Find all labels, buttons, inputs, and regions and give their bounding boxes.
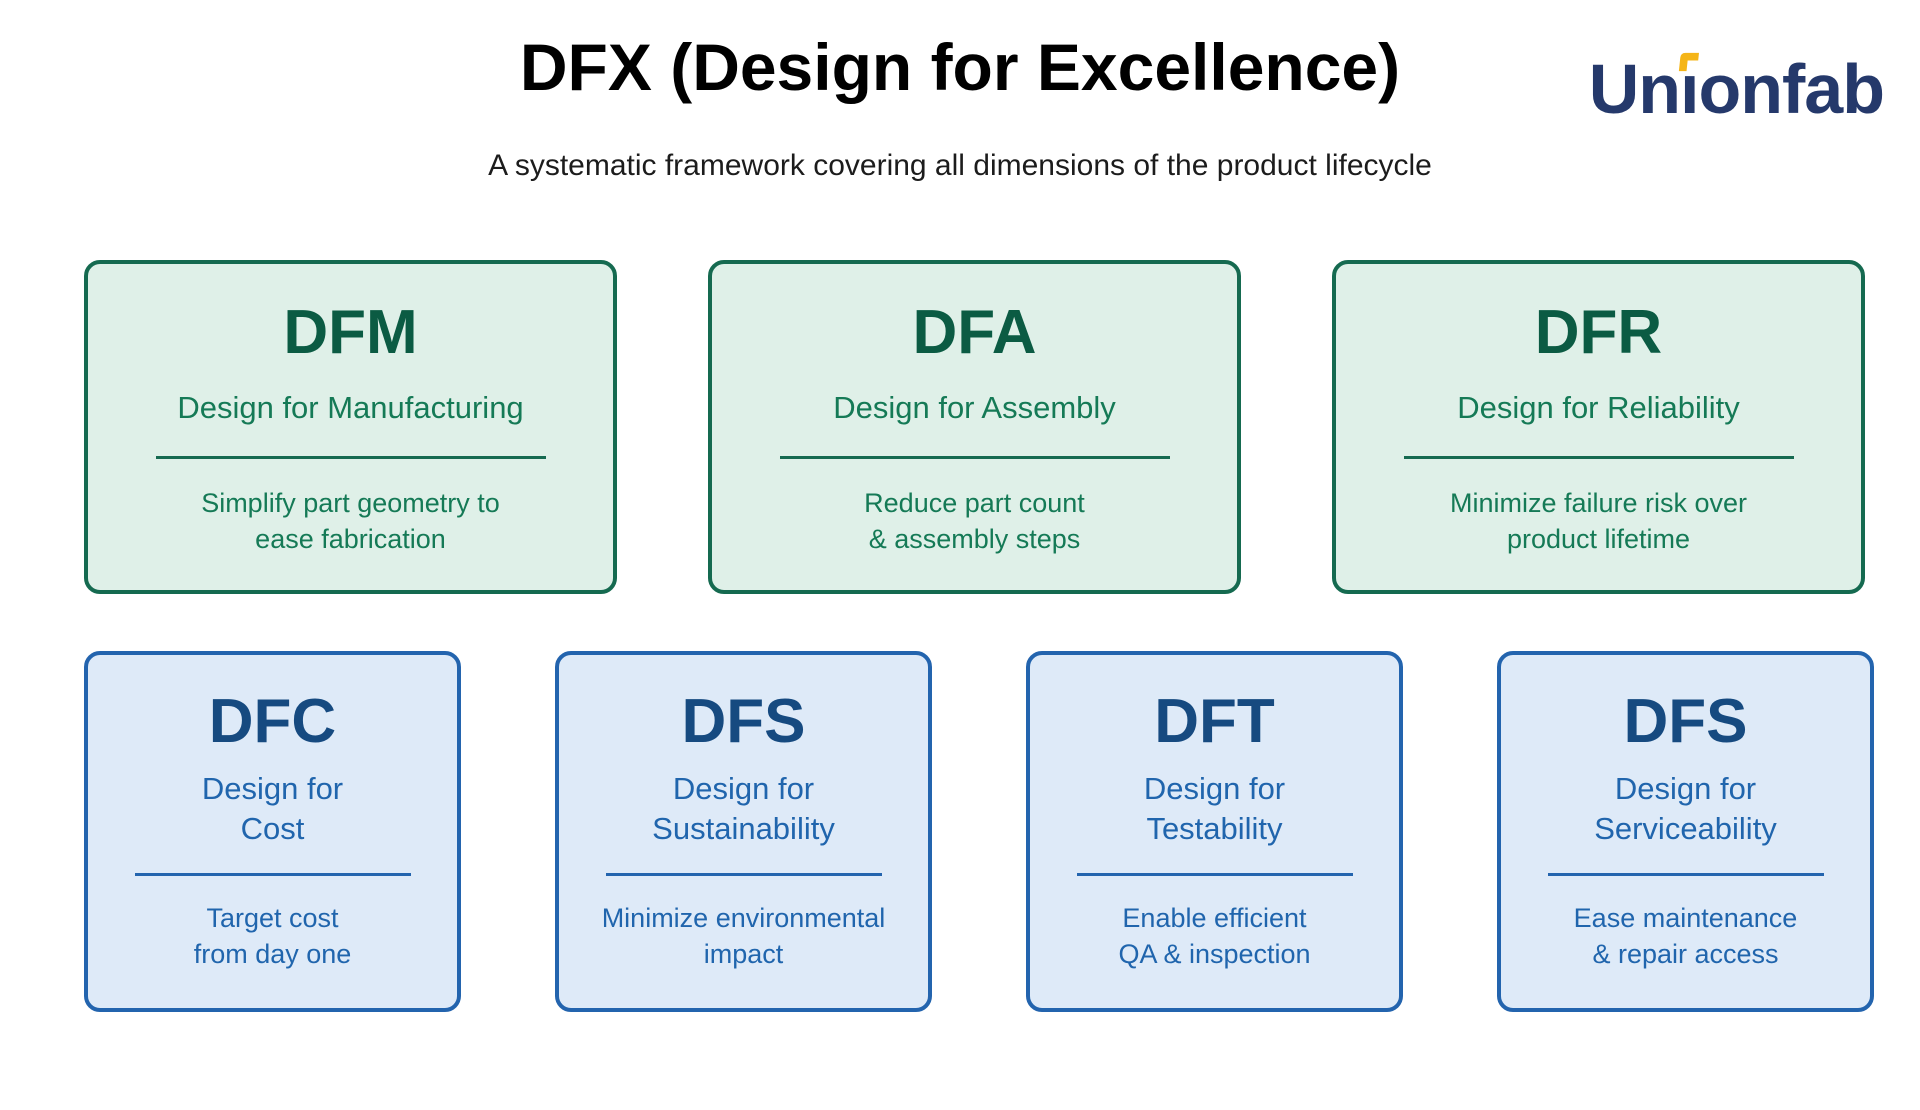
card-dfr-name: Design for Reliability <box>1457 389 1740 425</box>
top-row-green-cards: DFM Design for Manufacturing Simplify pa… <box>84 259 1920 594</box>
card-dfr-divider <box>1403 455 1794 459</box>
dfx-slide: DFX (Design for Excellence) A systematic… <box>0 30 1920 1110</box>
page-title: DFX (Design for Excellence) <box>519 30 1401 104</box>
card-dft-divider <box>1076 872 1353 876</box>
card-dfa-name: Design for Assembly <box>833 389 1116 425</box>
logo-text-pre: Un <box>1588 50 1681 128</box>
card-dfm-name: Design for Manufacturing <box>177 389 524 425</box>
card-dfs-serviceability-acronym: DFS <box>1623 686 1748 756</box>
card-dfs-sustainability-acronym: DFS <box>681 686 806 756</box>
card-dft: DFT Design for Testability Enable effici… <box>1026 650 1403 1012</box>
logo-text-i: ı <box>1680 50 1699 128</box>
card-dfs-serviceability-divider <box>1547 872 1824 876</box>
card-dfa-acronym: DFA <box>912 297 1037 367</box>
card-dfc-acronym: DFC <box>208 686 337 756</box>
cards-area: DFM Design for Manufacturing Simplify pa… <box>0 259 1920 1012</box>
card-dfc: DFC Design for Cost Target cost from day… <box>84 650 461 1012</box>
card-dft-description: Enable efficient QA & inspection <box>1118 902 1311 969</box>
card-dfa-description: Reduce part count & assembly steps <box>864 487 1085 554</box>
card-dfm-acronym: DFM <box>283 297 418 367</box>
card-dft-acronym: DFT <box>1154 686 1275 756</box>
card-dfc-description: Target cost from day one <box>193 902 352 969</box>
card-dfa-divider <box>779 455 1170 459</box>
card-dfr-description: Minimize failure risk over product lifet… <box>1449 487 1748 554</box>
card-dfr-acronym: DFR <box>1534 297 1663 367</box>
card-dfc-divider <box>134 872 411 876</box>
page-subtitle: A systematic framework covering all dime… <box>488 148 1432 182</box>
bottom-row-blue-cards: DFC Design for Cost Target cost from day… <box>84 650 1920 1012</box>
card-dfa: DFA Design for Assembly Reduce part coun… <box>708 259 1241 594</box>
card-dfc-name: Design for Cost <box>201 770 344 846</box>
card-dfm-divider <box>155 455 546 459</box>
card-dfm: DFM Design for Manufacturing Simplify pa… <box>84 259 617 594</box>
card-dft-name: Design for Testability <box>1143 770 1286 846</box>
logo-letter-i: ı <box>1678 52 1699 124</box>
card-dfs-serviceability-description: Ease maintenance & repair access <box>1573 902 1798 969</box>
header: DFX (Design for Excellence) A systematic… <box>0 30 1920 184</box>
card-dfs-sustainability-divider <box>605 872 882 876</box>
card-dfs-sustainability: DFS Design for Sustainability Minimize e… <box>555 650 932 1012</box>
logo-corner-accent-icon <box>1678 52 1700 72</box>
card-dfs-sustainability-name: Design for Sustainability <box>652 770 835 846</box>
card-dfs-serviceability-name: Design for Serviceability <box>1594 770 1777 846</box>
logo-text-post: onfab <box>1698 50 1885 128</box>
card-dfr: DFR Design for Reliability Minimize fail… <box>1332 259 1865 594</box>
card-dfs-serviceability: DFS Design for Serviceability Ease maint… <box>1497 650 1874 1012</box>
card-dfm-description: Simplify part geometry to ease fabricati… <box>201 487 500 554</box>
card-dfs-sustainability-description: Minimize environmental impact <box>601 902 886 969</box>
